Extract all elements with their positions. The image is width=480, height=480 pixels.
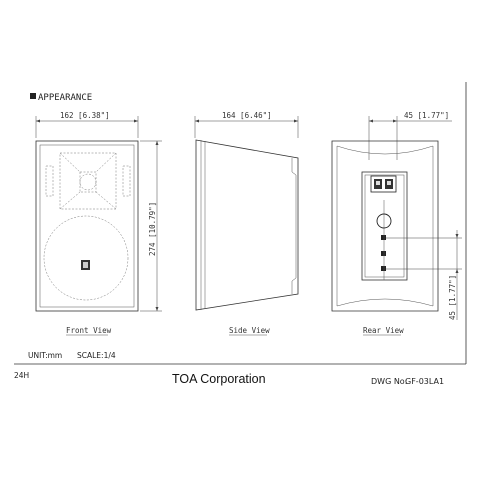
front-width-dimension: 162 [6.38"] bbox=[35, 111, 139, 138]
side-depth-label: 164 [6.46"] bbox=[222, 111, 272, 120]
section-marker-icon bbox=[30, 93, 36, 99]
rear-side-dimension: 45 [1.77"] bbox=[386, 230, 462, 320]
section-title: APPEARANCE bbox=[38, 93, 92, 103]
terminal-block-icon bbox=[370, 175, 397, 193]
drawing-number: GF-03LA1 bbox=[405, 377, 444, 386]
drawing-frame bbox=[14, 82, 467, 365]
rear-top-label: 45 [1.77"] bbox=[404, 111, 449, 120]
side-view-label: Side View bbox=[229, 326, 270, 335]
rear-view: 45 [1.77"] 45 [1.77"] Rear View bbox=[331, 111, 462, 336]
side-depth-dimension: 164 [6.46"] bbox=[194, 111, 299, 138]
front-height-dimension: 274 [10.79"] bbox=[140, 140, 162, 312]
side-cabinet bbox=[195, 139, 299, 311]
rear-mount-hole bbox=[381, 251, 386, 256]
rear-top-dimension: 45 [1.77"] bbox=[368, 111, 452, 160]
front-view-label: Front View bbox=[66, 326, 112, 335]
page-number: 24H bbox=[14, 371, 29, 380]
rear-mount-hole bbox=[381, 235, 386, 240]
front-cabinet bbox=[35, 140, 139, 312]
scale-label: SCALE:1/4 bbox=[77, 351, 116, 360]
front-woofer bbox=[43, 215, 129, 301]
side-view: 164 [6.46"] Side View bbox=[194, 111, 299, 336]
front-height-label: 274 [10.79"] bbox=[148, 202, 157, 256]
rear-cabinet bbox=[331, 140, 439, 312]
units-label: UNIT:mm bbox=[28, 351, 62, 360]
front-horn bbox=[45, 152, 131, 210]
rear-view-label: Rear View bbox=[363, 326, 404, 335]
company-name: TOA Corporation bbox=[172, 372, 266, 386]
rear-mount-hole bbox=[381, 266, 386, 271]
rear-mounting-plate bbox=[361, 171, 408, 281]
drawing-number-label: DWG No: bbox=[371, 377, 407, 386]
front-width-label: 162 [6.38"] bbox=[60, 111, 110, 120]
front-view: 162 [6.38"] 274 [10.79"] Front View bbox=[35, 111, 162, 336]
rear-side-label: 45 [1.77"] bbox=[448, 275, 457, 320]
